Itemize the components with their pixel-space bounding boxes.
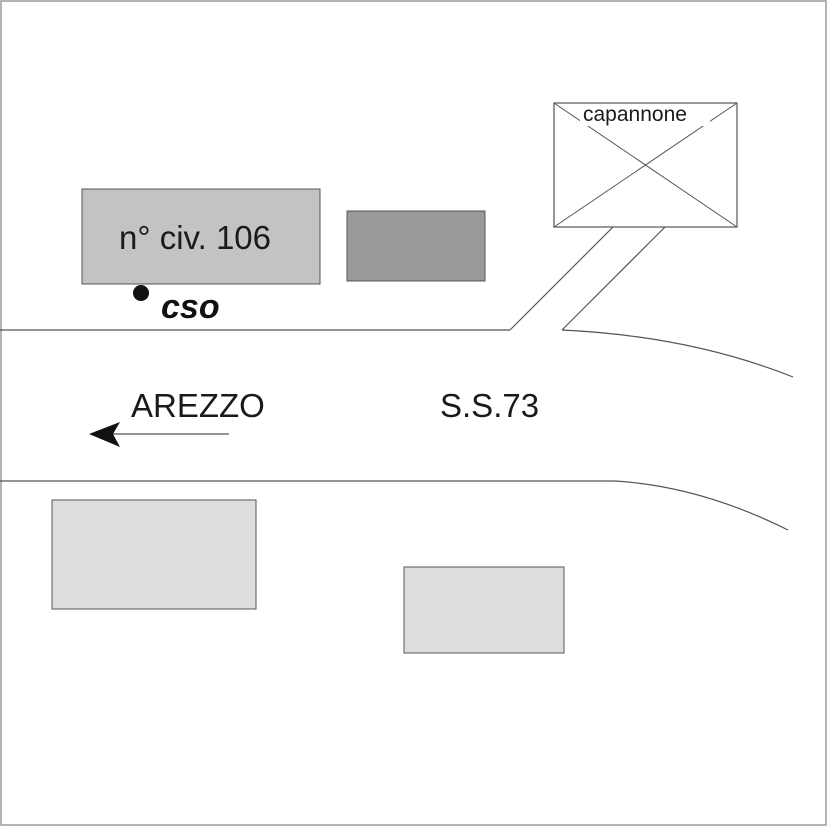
lane-right-edge: [561, 226, 666, 331]
marker-dot: [133, 285, 149, 301]
civic-number-label: n° civ. 106: [119, 219, 271, 256]
shed: capannone: [553, 102, 738, 228]
road-bottom-edge: [0, 480, 789, 531]
road-label: S.S.73: [440, 387, 539, 424]
road-top-curve: [561, 329, 794, 378]
south-building-west: [51, 499, 257, 610]
shed-label-backdrop: [580, 104, 710, 126]
direction-label: AREZZO: [131, 387, 265, 424]
shed-label: capannone: [583, 103, 687, 126]
direction-arrow: [89, 422, 229, 447]
access-lane: [509, 226, 666, 331]
arrow-head: [89, 422, 120, 447]
civic-building: [81, 188, 321, 285]
dark-building: [346, 210, 486, 282]
marker-label: cso: [161, 288, 220, 326]
road-ss73: [0, 329, 794, 531]
lane-left-edge: [509, 226, 614, 331]
south-building-east: [403, 566, 565, 654]
